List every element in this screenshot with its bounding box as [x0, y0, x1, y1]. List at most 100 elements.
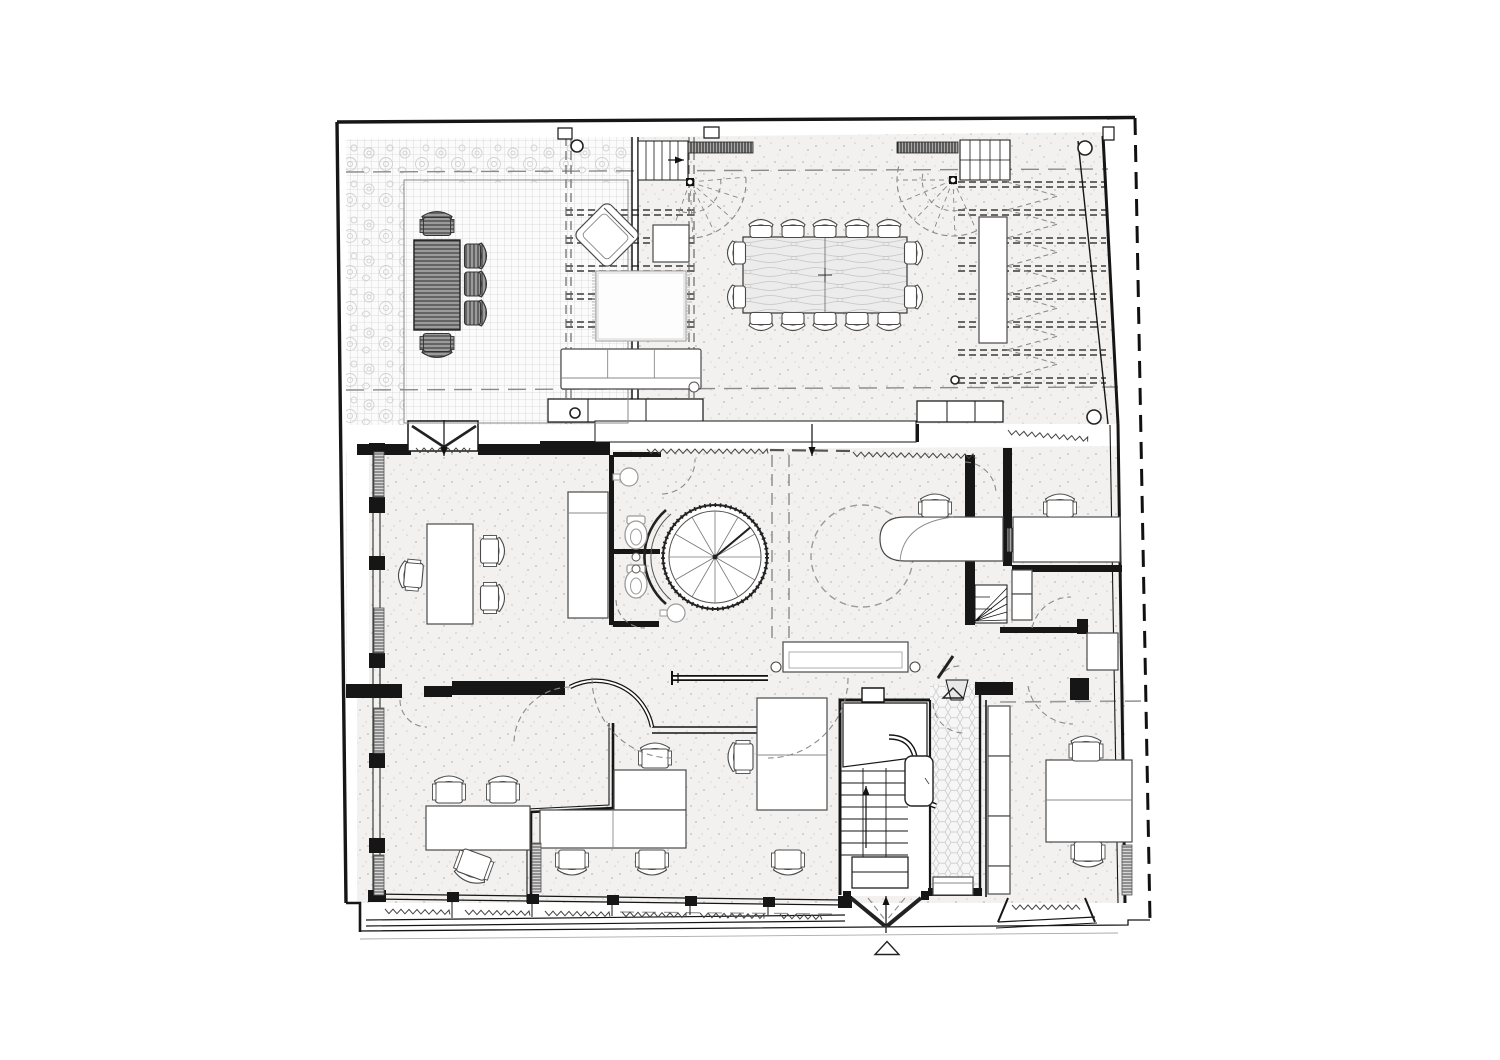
chair-seat [733, 742, 754, 772]
spiral-tread-line [714, 533, 756, 558]
radiator-sawtooth [384, 908, 451, 916]
chair-armrest [483, 860, 495, 881]
chair [635, 849, 669, 876]
sofa [560, 348, 702, 390]
wall-line [371, 898, 844, 906]
small-round-fixture [631, 564, 641, 574]
wall-line [1102, 126, 1115, 141]
radiator-sawtooth [646, 447, 769, 455]
chair-seat [1073, 841, 1103, 862]
walls [335, 115, 1150, 940]
door-swing-arc [1027, 685, 1074, 725]
wall-segment [369, 556, 385, 570]
wall-segment [1000, 627, 1088, 633]
storage-unit [987, 755, 1011, 817]
storage-unit [1086, 632, 1119, 671]
wall-line [371, 893, 844, 901]
chair [903, 240, 924, 266]
wall-segment [613, 452, 661, 457]
chair-seat [463, 271, 482, 297]
chair-seat [732, 285, 747, 309]
chair [555, 849, 589, 876]
small-round-fixture [688, 381, 700, 393]
chair-seat [403, 561, 424, 589]
spiral-fan-line [913, 179, 954, 221]
spiral-fan-arc [676, 179, 722, 214]
outdoor-chair [463, 270, 488, 298]
toilet-bowl [624, 520, 648, 550]
chair-seat [813, 311, 837, 326]
spiral-tread-line [674, 533, 716, 558]
small-round-fixture [631, 552, 641, 562]
wall-segment [975, 682, 1013, 695]
chair-seat [877, 311, 901, 326]
door-swing-arc [964, 461, 997, 494]
radiator [373, 707, 385, 754]
wall-segment [1070, 678, 1089, 700]
door-leaf [411, 424, 445, 449]
stair-guard-rail [687, 141, 754, 154]
desk [613, 769, 687, 811]
chair-armrest [450, 219, 455, 233]
radiator [1121, 844, 1133, 896]
spiral-fan-line [901, 179, 954, 203]
wall-segment [452, 681, 565, 695]
wall-line [365, 914, 846, 921]
armchair-back [603, 207, 635, 239]
door-swing-arc [1031, 596, 1072, 629]
door-swing-arc [767, 677, 849, 759]
radiator-sawtooth [852, 451, 976, 460]
wall-line [451, 896, 769, 918]
stair-guard-rail [896, 141, 959, 154]
wall-line [851, 856, 909, 889]
chair-seat [845, 224, 869, 239]
chair-seat [1045, 499, 1075, 518]
chair [780, 311, 806, 332]
high-counter [978, 216, 1008, 344]
lightwell-strip [347, 452, 369, 684]
chair-armrest [461, 783, 466, 801]
desk [1012, 516, 1121, 563]
spiral-tread-line [674, 556, 716, 581]
radiator [373, 607, 385, 654]
desk [426, 523, 474, 625]
chair-armrest [450, 336, 455, 350]
spiral-fan-arc [896, 165, 977, 237]
wall-line [365, 920, 846, 927]
axis-dash-line [345, 386, 1119, 391]
spiral-tread-line [691, 516, 716, 558]
bench-end-table [770, 661, 782, 673]
sink-basin [619, 467, 639, 487]
spiral-fan-line [689, 176, 746, 183]
chair-seat [422, 216, 452, 237]
under-stair-closet [904, 755, 934, 807]
terrace-planting-border-north [346, 139, 632, 183]
wall-line [1101, 135, 1120, 425]
chair-seat [557, 849, 587, 870]
sink-basin [666, 603, 686, 623]
chair [876, 218, 902, 239]
wall-line [335, 121, 348, 904]
property-boundary-dashed [1133, 117, 1152, 921]
chair [844, 218, 870, 239]
doors [399, 424, 1074, 928]
sofa-cushions [561, 349, 701, 379]
wall-segment [369, 753, 385, 768]
spiral-tread-line [691, 556, 716, 598]
wall-line [645, 141, 679, 180]
spiral-entry-wall-inner [650, 513, 672, 601]
spiral-newel [712, 554, 718, 560]
chair-seat [422, 332, 452, 353]
radiator [373, 854, 385, 896]
chair-armrest [947, 501, 952, 515]
chair-armrest [735, 740, 751, 745]
chair-seat [920, 499, 950, 518]
chair-seat [434, 781, 464, 804]
direction-arrow-head [862, 786, 870, 795]
chair-seat [640, 748, 670, 769]
radiator [373, 451, 385, 498]
door-leaf [849, 896, 887, 928]
chair [771, 849, 805, 876]
rug-fringe [592, 271, 690, 339]
